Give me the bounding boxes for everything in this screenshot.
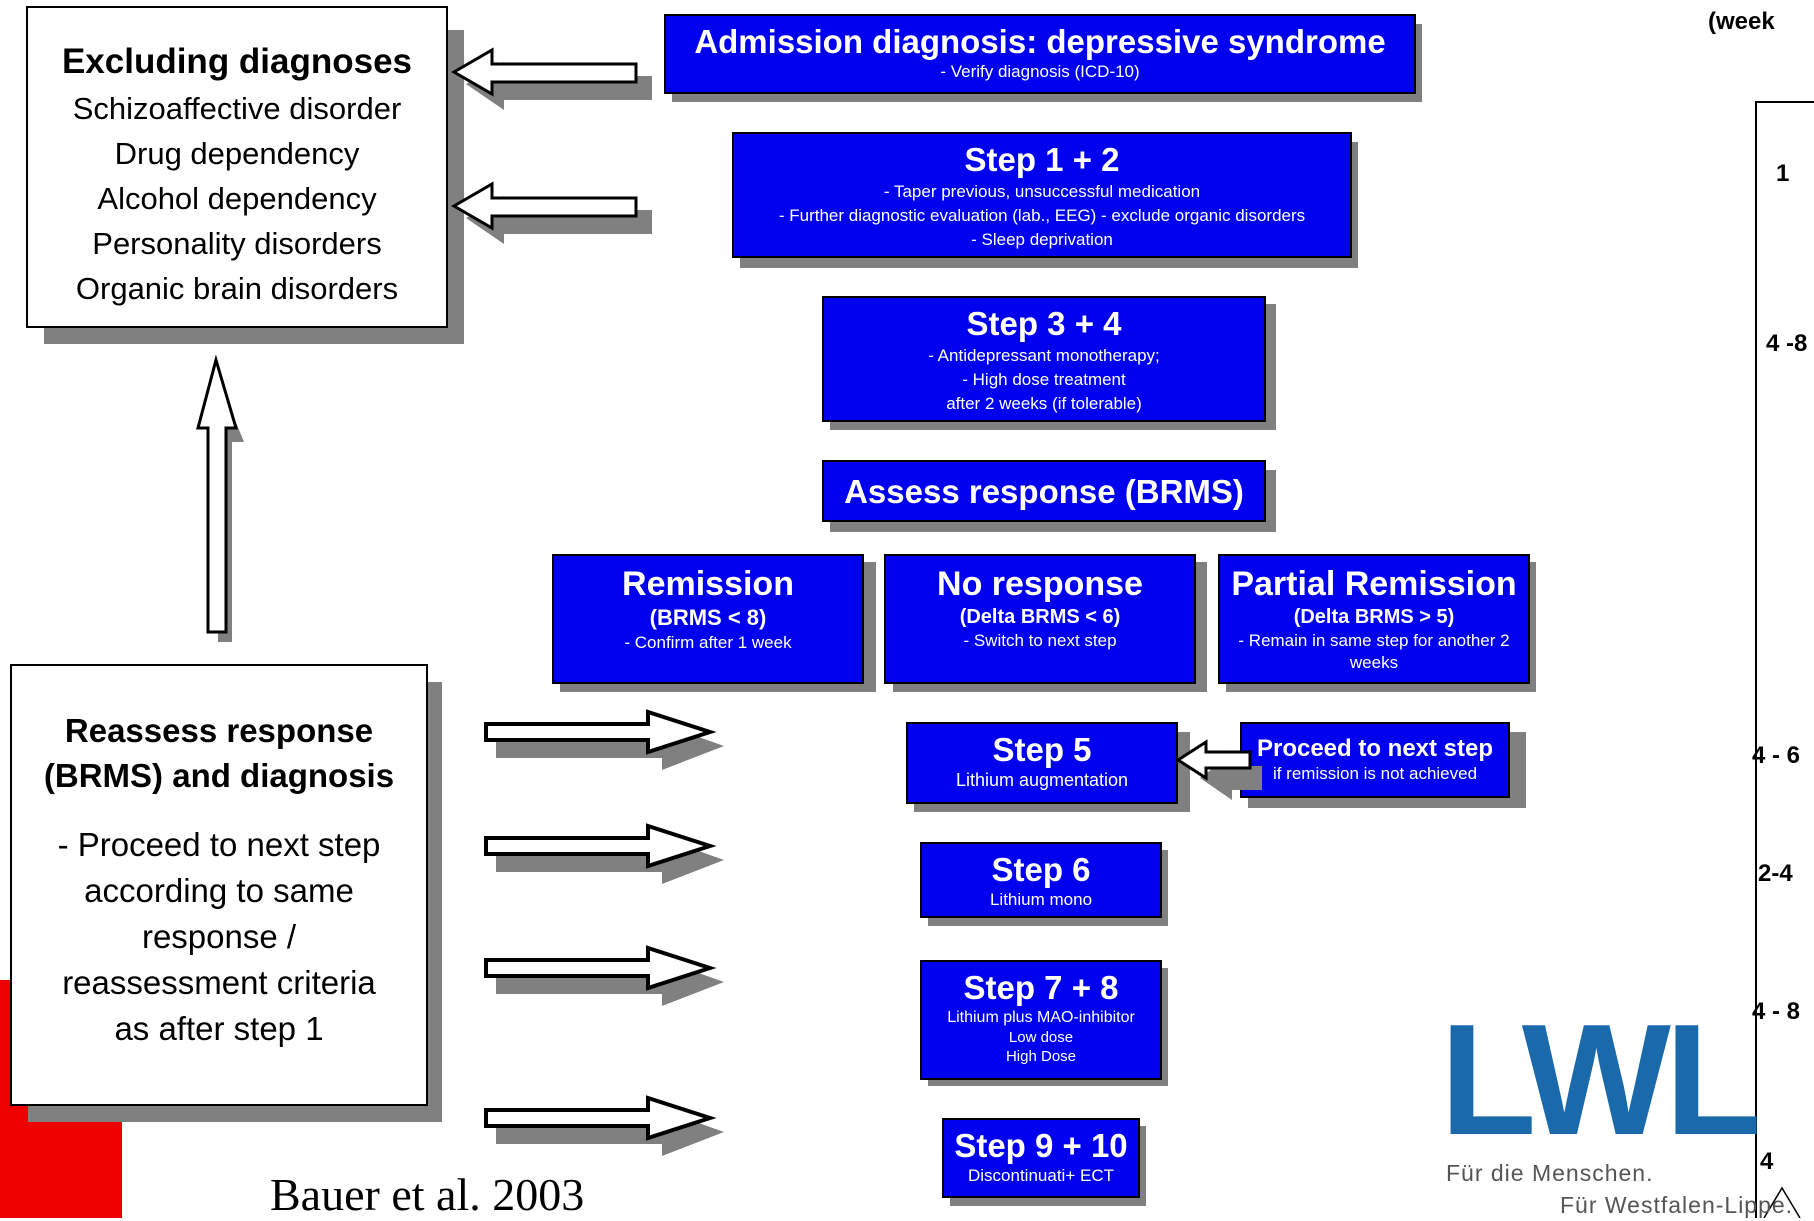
left-arrow-proceed-shadow [1200, 754, 1262, 800]
step12-title: Step 1 + 2 [964, 141, 1120, 178]
noresponse-box: No response (Delta BRMS < 6) - Switch to… [884, 554, 1196, 684]
remission-title: Remission [622, 565, 794, 603]
partial-subtitle: - Remain in same step for another 2 week… [1238, 631, 1510, 672]
noresponse-title: No response [937, 565, 1143, 603]
excluding-item: Alcohol dependency [97, 181, 377, 216]
lwl-logo: LWL [1440, 992, 1761, 1168]
remission-subtitle: - Confirm after 1 week [624, 633, 792, 652]
right-arrow-6 [484, 823, 717, 869]
step78-line: High Dose [1005, 1048, 1077, 1065]
excluding-diagnoses-box: Excluding diagnoses Schizoaffective diso… [26, 6, 448, 328]
excluding-title: Excluding diagnoses [61, 42, 413, 81]
weeks-label: 2-4 [1758, 860, 1793, 887]
remission-criteria: (BRMS < 8) [649, 605, 767, 630]
remission-box: Remission (BRMS < 8) - Confirm after 1 w… [552, 554, 864, 684]
proceed-subtitle: if remission is not achieved [1272, 764, 1478, 783]
step6-title: Step 6 [991, 851, 1091, 888]
step12-line: - Sleep deprivation [971, 230, 1113, 249]
excluding-item: Schizoaffective disorder [72, 91, 402, 126]
timeline-bottom-mark [1763, 1186, 1801, 1218]
up-arrow [196, 354, 239, 634]
weeks-label: 1 [1776, 160, 1790, 187]
step6-subtitle: Lithium mono [989, 890, 1093, 909]
reassess-body-line: as after step 1 [114, 1010, 324, 1047]
noresponse-criteria: (Delta BRMS < 6) [959, 606, 1121, 628]
step910-subtitle: Discontinuati+ ECT [968, 1166, 1114, 1185]
noresponse-subtitle: - Switch to next step [963, 631, 1117, 650]
step12-box: Step 1 + 2 - Taper previous, unsuccessfu… [732, 132, 1352, 258]
weeks-header: (week [1708, 8, 1775, 35]
proceed-box: Proceed to next step if remission is not… [1240, 722, 1510, 798]
step78-line: Lithium plus MAO-inhibitor [947, 1009, 1135, 1026]
step34-box: Step 3 + 4 - Antidepressant monotherapy;… [822, 296, 1266, 422]
reassess-title-line: (BRMS) and diagnosis [43, 757, 395, 794]
proceed-title: Proceed to next step [1256, 735, 1494, 762]
left-arrow-2 [451, 181, 638, 231]
admission-title: Admission diagnosis: depressive syndrome [694, 23, 1386, 60]
step910-title: Step 9 + 10 [954, 1127, 1128, 1164]
citation: Bauer et al. 2003 [270, 1169, 585, 1220]
partial-title: Partial Remission [1231, 565, 1517, 603]
weeks-label: 4 [1760, 1148, 1774, 1175]
timeline-line [1755, 101, 1814, 1218]
lwl-tagline-1: Für die Menschen. [1446, 1160, 1654, 1186]
partial-box: Partial Remission (Delta BRMS > 5) - Rem… [1218, 554, 1530, 684]
step34-line: after 2 weeks (if tolerable) [946, 394, 1142, 413]
reassess-body-line: according to same [84, 872, 354, 909]
step78-box: Step 7 + 8 Lithium plus MAO-inhibitor Lo… [920, 960, 1162, 1080]
right-arrow-910 [484, 1095, 717, 1141]
admission-subtitle: - Verify diagnosis (ICD-10) [940, 62, 1140, 81]
step5-box: Step 5 Lithium augmentation [906, 722, 1178, 804]
left-arrow-1-shadow [466, 62, 652, 110]
step5-title: Step 5 [992, 731, 1092, 768]
reassess-title-line: Reassess response [64, 712, 374, 749]
weeks-label: 4 -8 [1766, 330, 1808, 357]
left-arrow-2-shadow [466, 196, 652, 244]
step34-title: Step 3 + 4 [966, 305, 1122, 342]
weeks-label: 4 - 8 [1752, 998, 1801, 1025]
lwl-tagline-2: Für Westfalen-Lippe. [1560, 1192, 1794, 1218]
excluding-item: Personality disorders [92, 226, 382, 261]
excluding-item: Drug dependency [114, 136, 360, 171]
step6-box: Step 6 Lithium mono [920, 842, 1162, 918]
step5-subtitle: Lithium augmentation [955, 770, 1129, 790]
right-arrow-5 [484, 709, 717, 755]
left-arrow-proceed [1175, 739, 1252, 781]
reassess-body-line: - Proceed to next step [57, 826, 381, 863]
excluding-item: Organic brain disorders [75, 271, 399, 306]
step12-line: - Further diagnostic evaluation (lab., E… [778, 206, 1306, 225]
weeks-label: 4 - 6 [1752, 742, 1801, 769]
partial-criteria: (Delta BRMS > 5) [1293, 606, 1455, 628]
assess-box: Assess response (BRMS) [822, 460, 1266, 522]
step34-line: - High dose treatment [962, 370, 1126, 389]
step12-line: - Taper previous, unsuccessful medicatio… [883, 182, 1201, 201]
admission-box: Admission diagnosis: depressive syndrome… [664, 14, 1416, 94]
left-arrow-1 [451, 47, 638, 97]
right-arrow-78 [484, 945, 717, 991]
reassess-body-line: reassessment criteria [62, 964, 376, 1001]
reassess-body-line: response / [141, 918, 297, 955]
reassess-box: Reassess response (BRMS) and diagnosis -… [10, 664, 428, 1106]
step910-box: Step 9 + 10 Discontinuati+ ECT [942, 1118, 1140, 1198]
assess-title: Assess response (BRMS) [844, 473, 1244, 510]
step78-line: Low dose [1008, 1029, 1074, 1046]
step34-line: - Antidepressant monotherapy; [928, 346, 1160, 365]
step78-title: Step 7 + 8 [963, 969, 1119, 1006]
